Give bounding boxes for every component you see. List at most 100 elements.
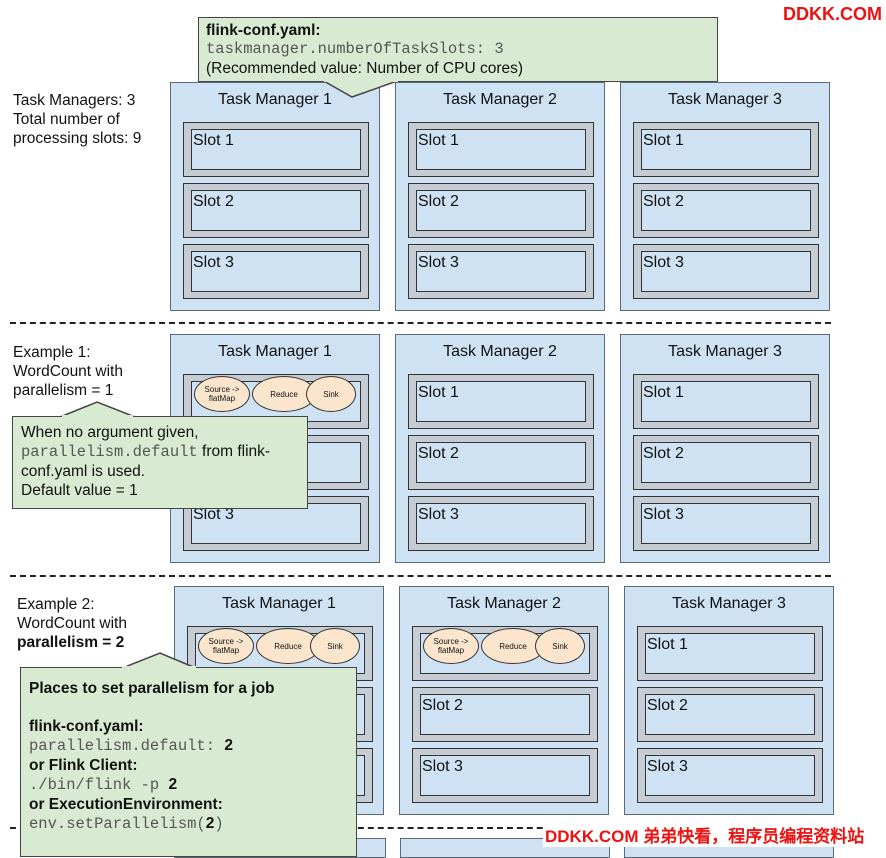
task-manager-title: Task Manager 2 — [447, 595, 561, 612]
slot-inner — [645, 633, 815, 674]
operator-sink: Sink — [535, 628, 585, 664]
note1: When no argument given, parallelism.defa… — [12, 416, 308, 509]
task-manager-title: Task Manager 1 — [218, 91, 332, 108]
slot: Slot 3 — [408, 244, 594, 299]
slot: Slot 2 — [633, 183, 819, 238]
slot-label: Slot 1 — [647, 636, 688, 653]
slot-label: Slot 2 — [418, 193, 459, 210]
separator-2 — [10, 575, 831, 577]
slot: Slot 2 — [637, 687, 823, 742]
slot-label: Slot 3 — [418, 506, 459, 523]
slot-inner — [641, 442, 811, 483]
slot-label: Slot 3 — [422, 758, 463, 775]
slot-label: Slot 3 — [193, 506, 234, 523]
slot-label: Slot 2 — [643, 445, 684, 462]
section1-label: Example 1: WordCount with parallelism = … — [13, 344, 123, 399]
task-manager-box: Task Manager 3 Slot 1 Slot 2 Slot 3 — [624, 586, 834, 815]
task-manager-box: Task Manager 1 Slot 1 Slot 2 Slot 3 — [170, 82, 380, 311]
slot-inner — [420, 694, 590, 735]
slot: Slot 3 — [408, 496, 594, 551]
slot-inner — [416, 251, 586, 292]
slot: Slot 3 — [412, 748, 598, 803]
slot-inner — [641, 503, 811, 544]
task-manager-title: Task Manager 2 — [443, 91, 557, 108]
operator-source-flatmap: Source -> flatMap — [194, 376, 250, 412]
slot-inner — [191, 190, 361, 231]
slot-inner — [420, 755, 590, 796]
slot-label: Slot 3 — [643, 254, 684, 271]
slot: Slot 1 — [408, 122, 594, 177]
config-note: flink-conf.yaml: taskmanager.numberOfTas… — [198, 17, 718, 82]
task-manager-title: Task Manager 1 — [218, 343, 332, 360]
task-manager-box: Task Manager 3 Slot 1 Slot 2 Slot 3 — [620, 82, 830, 311]
slot-label: Slot 2 — [422, 697, 463, 714]
slot: Slot 1 — [183, 122, 369, 177]
task-manager-box: Task Manager 2 Slot 1 Slot 2 Slot 3 — [395, 82, 605, 311]
slot-label: Slot 1 — [193, 132, 234, 149]
slot-inner — [416, 442, 586, 483]
operator-reduce: Reduce — [256, 628, 320, 664]
slot-inner — [641, 381, 811, 422]
task-manager-title: Task Manager 3 — [672, 595, 786, 612]
operator-sink: Sink — [310, 628, 360, 664]
task-manager-box: Task Manager 3 Slot 1 Slot 2 Slot 3 — [620, 334, 830, 563]
slot-label: Slot 1 — [418, 384, 459, 401]
operator-reduce: Reduce — [481, 628, 545, 664]
task-manager-title: Task Manager 3 — [668, 343, 782, 360]
note1-code: parallelism.default — [21, 443, 198, 461]
separator-1 — [10, 322, 831, 324]
slot-inner — [645, 694, 815, 735]
task-manager-title: Task Manager 1 — [222, 595, 336, 612]
slot-inner — [191, 251, 361, 292]
slot-label: Slot 3 — [193, 254, 234, 271]
watermark-top: DDKK.COM — [783, 4, 882, 24]
slot-inner — [191, 129, 361, 170]
section0-label: Task Managers: 3 Total number of process… — [13, 92, 142, 147]
operator-sink: Sink — [306, 376, 356, 412]
slot-label: Slot 1 — [643, 132, 684, 149]
slot: Slot 3 — [633, 244, 819, 299]
task-manager-title: Task Manager 3 — [668, 91, 782, 108]
slot-inner — [191, 503, 361, 544]
slot-label: Slot 3 — [418, 254, 459, 271]
slot-inner — [416, 129, 586, 170]
slot: Slot 1 — [633, 122, 819, 177]
section2-label: Example 2: WordCount with parallelism = … — [17, 596, 127, 651]
slot-label: Slot 1 — [418, 132, 459, 149]
task-manager-title: Task Manager 2 — [443, 343, 557, 360]
slot-label: Slot 2 — [647, 697, 688, 714]
slot-label: Slot 2 — [643, 193, 684, 210]
slot-label: Slot 2 — [418, 445, 459, 462]
slot-label: Slot 3 — [647, 758, 688, 775]
operator-reduce: Reduce — [252, 376, 316, 412]
slot: Slot 1 — [633, 374, 819, 429]
slot: Slot 2 — [408, 435, 594, 490]
slot: Slot 1 — [408, 374, 594, 429]
slot: Slot 2 — [408, 183, 594, 238]
slot-label: Slot 1 — [643, 384, 684, 401]
slot: Slot 1 — [637, 626, 823, 681]
slot: Slot 3 — [183, 244, 369, 299]
slot-inner — [641, 251, 811, 292]
slot-inner — [645, 755, 815, 796]
slot: Slot 3 — [637, 748, 823, 803]
slot-inner — [416, 381, 586, 422]
slot-inner — [416, 503, 586, 544]
operator-source-flatmap: Source -> flatMap — [198, 628, 254, 664]
slot-inner — [416, 190, 586, 231]
slot: Slot 2 — [633, 435, 819, 490]
operator-source-flatmap: Source -> flatMap — [423, 628, 479, 664]
separator-3 — [10, 827, 831, 829]
slot: Slot 2 — [412, 687, 598, 742]
slot-inner — [641, 190, 811, 231]
slot: Slot 2 — [183, 183, 369, 238]
note2: Places to set parallelism for a job flin… — [20, 667, 357, 857]
watermark-bottom: DDKK.COM 弟弟快看，程序员编程资料站 — [543, 822, 867, 847]
slot-inner — [641, 129, 811, 170]
slot-label: Slot 3 — [643, 506, 684, 523]
slot-label: Slot 2 — [193, 193, 234, 210]
task-manager-box: Task Manager 2 Slot 1 Slot 2 Slot 3 — [395, 334, 605, 563]
slot: Slot 3 — [633, 496, 819, 551]
